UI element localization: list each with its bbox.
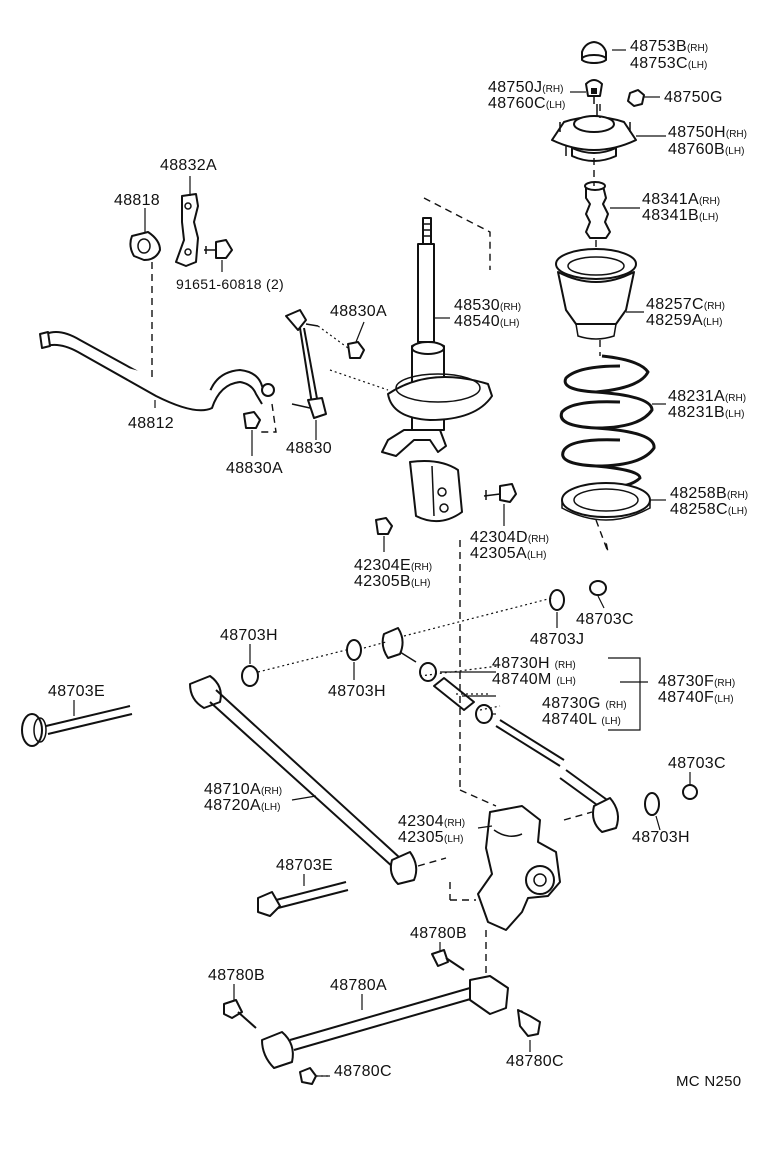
label-48750j: 48750J(RH) [488, 79, 564, 96]
label-48540: 48540(LH) [454, 313, 520, 330]
label-48257c: 48257C(RH) [646, 296, 725, 313]
adjusting-rod [495, 719, 619, 833]
label-48703e-left: 48703E [48, 683, 105, 700]
label-48730f: 48730F(RH) [658, 673, 736, 690]
washer-48703h-left [241, 665, 259, 687]
long-bolt-48703e-left [21, 705, 133, 747]
stabilizer-bushing [129, 231, 161, 261]
label-42304: 42304(RH) [398, 813, 466, 830]
label-48830a-top: 48830A [330, 303, 387, 320]
drawing-code: MC N250 [676, 1073, 742, 1090]
label-48710a: 48710A(RH) [204, 781, 283, 798]
lower-arm-48710 [189, 675, 418, 885]
washer-48703c-right [682, 784, 698, 800]
washer-48703h-right [644, 792, 660, 816]
nut-48750g [627, 89, 645, 107]
label-48740f: 48740F(LH) [658, 689, 734, 706]
label-48830: 48830 [286, 440, 332, 457]
label-48750g: 48750G [664, 89, 723, 106]
bolt-48780b-mid [431, 949, 465, 971]
label-48832a: 48832A [160, 157, 217, 174]
coil-spring [559, 354, 656, 490]
label-48703e-mid: 48703E [276, 857, 333, 874]
strut-upper-support [551, 104, 637, 162]
label-48530: 48530(RH) [454, 297, 522, 314]
label-48812: 48812 [128, 415, 174, 432]
nut-48780c-bottom [299, 1067, 317, 1085]
stabilizer-link [285, 309, 327, 419]
adjust-cam [381, 627, 417, 663]
rear-axle-carrier [477, 805, 561, 931]
label-48231b: 48231B(LH) [668, 404, 745, 421]
label-48703h-right: 48703H [632, 829, 690, 846]
bumper-stopper [584, 181, 611, 239]
label-48341b: 48341B(LH) [642, 207, 719, 224]
label-42305: 42305(LH) [398, 829, 464, 846]
washer-48703h-mid [346, 639, 362, 661]
label-42304d: 42304D(RH) [470, 529, 549, 546]
label-48703h-left: 48703H [220, 627, 278, 644]
stabilizer-bracket [175, 193, 199, 267]
label-48231a: 48231A(RH) [668, 388, 747, 405]
label-48720a: 48720A(LH) [204, 797, 281, 814]
strut-rod-48780a [261, 975, 509, 1069]
label-48780a: 48780A [330, 977, 387, 994]
label-48703h-mid: 48703H [328, 683, 386, 700]
label-48830a-bottom: 48830A [226, 460, 283, 477]
spring-bumper-boot [555, 248, 637, 340]
label-48341a: 48341A(RH) [642, 191, 721, 208]
upper-bumper-cap [581, 41, 607, 64]
label-42304e: 42304E(RH) [354, 557, 433, 574]
label-48740m: 48740M (LH) [492, 671, 576, 688]
upper-nut-48750j [585, 79, 603, 104]
label-42305b: 42305B(LH) [354, 573, 431, 590]
nut-48730g [475, 704, 493, 724]
label-48703c-right: 48703C [668, 755, 726, 772]
label-48750h: 48750H(RH) [668, 124, 747, 141]
label-48753b: 48753B(RH) [630, 38, 709, 55]
label-48753c: 48753C(LH) [630, 55, 708, 72]
lower-spring-insulator [561, 482, 651, 521]
shock-absorber-strut [381, 217, 493, 523]
washer-48703c-top [589, 580, 607, 596]
label-48703c-top: 48703C [576, 611, 634, 628]
label-48258c: 48258C(LH) [670, 501, 748, 518]
label-91651-60818: 91651-60818 (2) [176, 276, 285, 292]
stabilizer-bar [39, 331, 275, 412]
strut-bolt-42304d [483, 483, 517, 503]
label-48730g: 48730G (RH) [542, 695, 627, 712]
nut-48780c-right [517, 1009, 541, 1037]
label-48780b-mid: 48780B [410, 925, 467, 942]
link-nut-top [347, 341, 365, 359]
leader-lines [73, 49, 691, 1077]
label-48780c-right: 48780C [506, 1053, 564, 1070]
bracket-bolt [204, 239, 233, 259]
label-48780b-left: 48780B [208, 967, 265, 984]
label-48818: 48818 [114, 192, 160, 209]
washer-48703j [549, 589, 565, 611]
label-48760c: 48760C(LH) [488, 95, 566, 112]
label-48703j: 48703J [530, 631, 585, 648]
long-bolt-48703e-mid [257, 881, 349, 917]
label-48730h: 48730H (RH) [492, 655, 576, 672]
label-48259a: 48259A(LH) [646, 312, 723, 329]
bolt-48780b-left [223, 999, 257, 1029]
label-48760b: 48760B(LH) [668, 141, 745, 158]
strut-bolt-42304e [375, 517, 393, 535]
label-48258b: 48258B(RH) [670, 485, 749, 502]
label-42305a: 42305A(LH) [470, 545, 547, 562]
sleeve-48730f [433, 677, 475, 711]
label-48780c-bottom: 48780C [334, 1063, 392, 1080]
nut-48730h [419, 662, 437, 682]
link-nut-bottom [243, 411, 261, 429]
label-48740l: 48740L (LH) [542, 711, 621, 728]
